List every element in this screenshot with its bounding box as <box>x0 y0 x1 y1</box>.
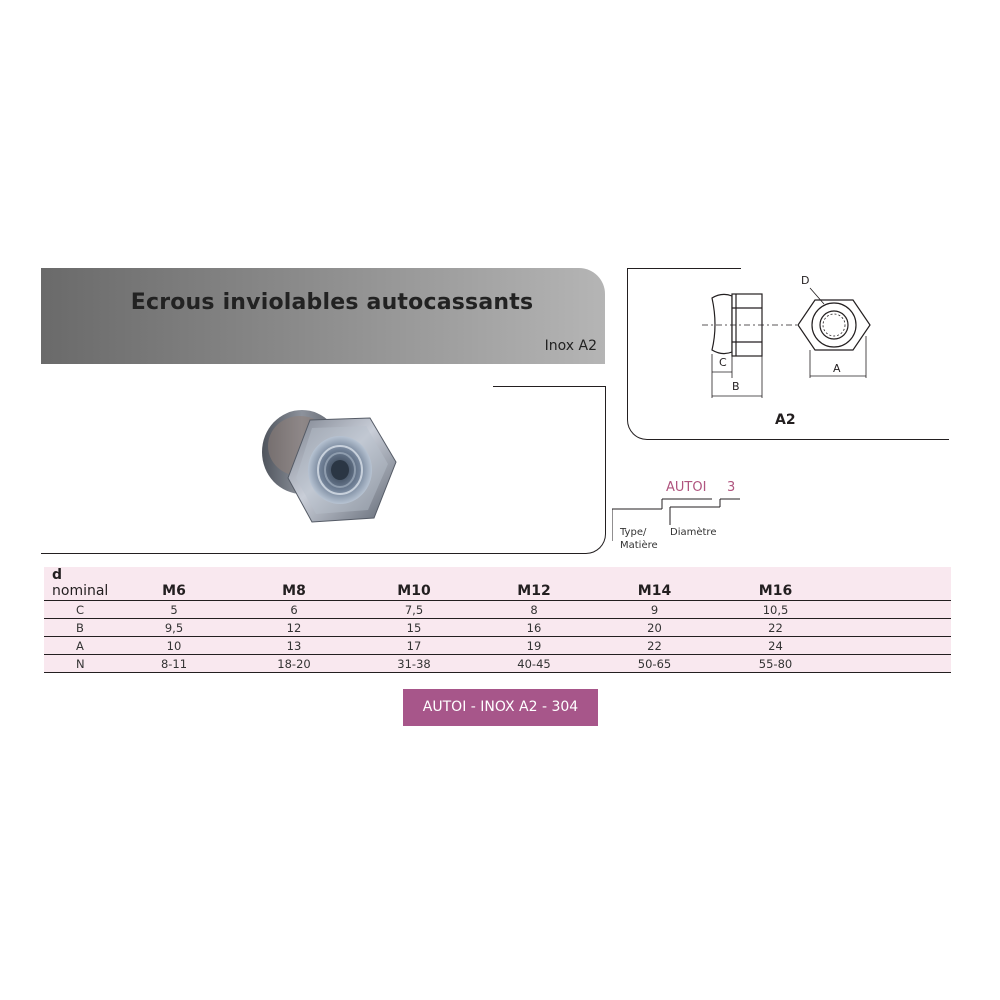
table-row: C 5 6 7,5 8 9 10,5 <box>44 600 951 619</box>
row-label: A <box>44 636 114 655</box>
dimension-label-a: A <box>833 362 841 375</box>
diameter-code: 3 <box>727 480 736 495</box>
table-cell: 6 <box>234 600 354 619</box>
table-cell: 19 <box>474 636 594 655</box>
drawing-material-label: A2 <box>775 412 796 428</box>
column-header: M16 <box>715 567 836 601</box>
specifications-table: d nominal M6 M8 M10 M12 M14 M16 C 5 6 7,… <box>44 567 951 673</box>
nut-product-photo <box>262 410 397 523</box>
table-row: N 8-11 18-20 31-38 40-45 50-65 55-80 <box>44 654 951 673</box>
table-cell: 12 <box>234 618 354 637</box>
reference-code: AUTOI <box>666 480 707 495</box>
table-cell: 55-80 <box>715 654 836 673</box>
column-header: M12 <box>474 567 594 601</box>
page-title: Ecrous inviolables autocassants <box>130 290 534 315</box>
table-cell: 18-20 <box>234 654 354 673</box>
table-cell: 10 <box>114 636 234 655</box>
table-cell: 24 <box>715 636 836 655</box>
table-cell: 16 <box>474 618 594 637</box>
table-cell: 50-65 <box>594 654 715 673</box>
column-header: M10 <box>354 567 474 601</box>
table-row: B 9,5 12 15 16 20 22 <box>44 618 951 637</box>
column-header: M6 <box>114 567 234 601</box>
technical-drawing <box>702 287 871 398</box>
dimension-label-d: D <box>801 274 810 287</box>
photo-frame-top-line <box>493 386 606 387</box>
table-cell: 40-45 <box>474 654 594 673</box>
code-key-connectors <box>612 498 740 541</box>
table-cell: 13 <box>234 636 354 655</box>
column-header: M8 <box>234 567 354 601</box>
row-label: B <box>44 618 114 637</box>
dimension-label-c: C <box>719 356 727 369</box>
drawing-frame <box>627 268 949 440</box>
row-label: N <box>44 654 114 673</box>
table-cell: 31-38 <box>354 654 474 673</box>
table-header-label: d nominal <box>44 567 114 601</box>
table-cell: 8 <box>474 600 594 619</box>
table-cell: 17 <box>354 636 474 655</box>
table-cell: 15 <box>354 618 474 637</box>
diameter-label: Diamètre <box>670 527 717 538</box>
material-subtitle: Inox A2 <box>544 338 597 354</box>
photo-frame <box>41 387 606 554</box>
column-header: M14 <box>594 567 715 601</box>
table-row: A 10 13 17 19 22 24 <box>44 636 951 655</box>
table-cell: 22 <box>594 636 715 655</box>
header-banner: Ecrous inviolables autocassants Inox A2 <box>41 268 605 364</box>
table-cell: 22 <box>715 618 836 637</box>
table-header-row: d nominal M6 M8 M10 M12 M14 M16 <box>44 567 951 601</box>
table-cell: 7,5 <box>354 600 474 619</box>
table-cell: 5 <box>114 600 234 619</box>
dimension-label-b: B <box>732 380 740 393</box>
type-material-label: Type/ Matière <box>620 527 658 551</box>
table-cell: 9,5 <box>114 618 234 637</box>
table-cell: 8-11 <box>114 654 234 673</box>
drawing-frame-top-line <box>627 268 741 269</box>
table-cell: 10,5 <box>715 600 836 619</box>
product-reference-badge: AUTOI - INOX A2 - 304 <box>403 689 598 726</box>
table-cell: 9 <box>594 600 715 619</box>
table-cell: 20 <box>594 618 715 637</box>
row-label: C <box>44 600 114 619</box>
